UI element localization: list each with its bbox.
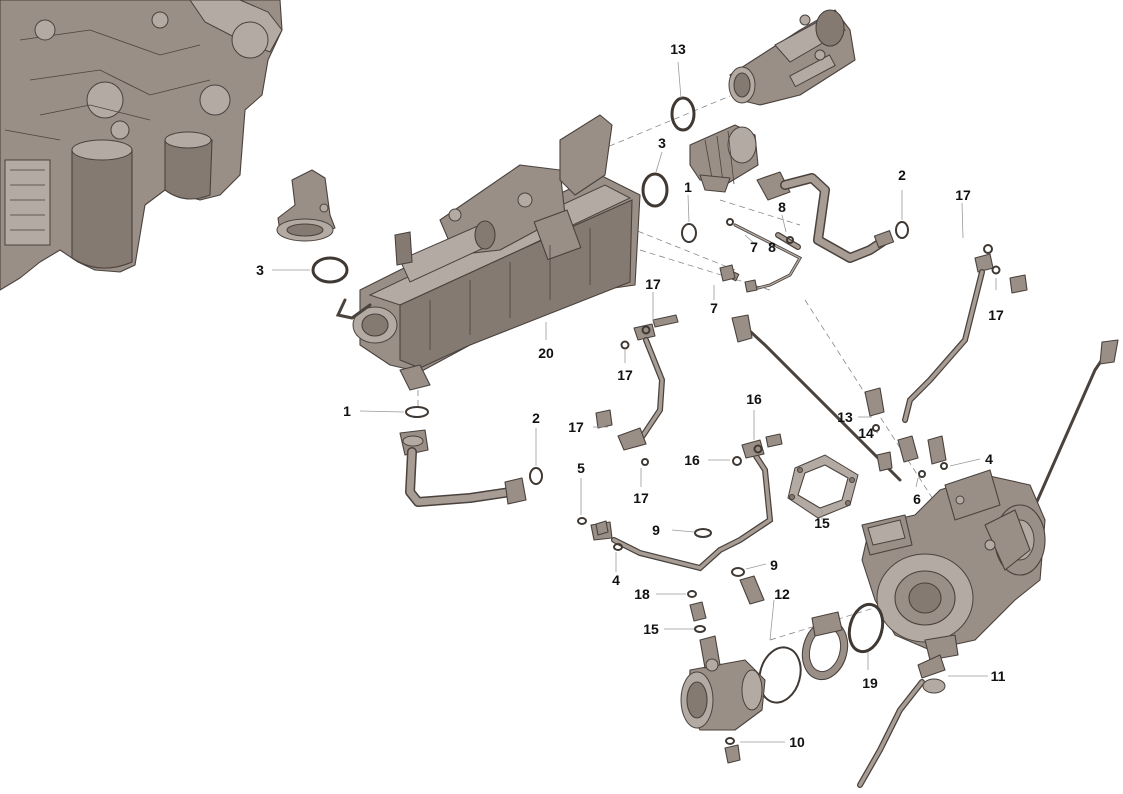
callout-9-lower: 9 [770,557,778,573]
callout-17-washer-left: 17 [617,367,633,383]
turbocharger [861,469,1046,661]
bolt-9-lower [739,575,765,605]
o-ring-9-lower [731,567,745,577]
flange-gasket [787,454,859,519]
callout-18: 19 [862,675,878,691]
washer-17-b [641,325,651,335]
washer-17-e [991,265,1001,275]
callout-4-left: 4 [612,572,620,588]
washer-5 [577,517,587,525]
washer-15-bottom [725,737,735,745]
turbo-fittings [864,387,947,472]
engine-block [0,0,283,291]
assembly-guide-lines [417,95,941,641]
oil-feed-line [595,314,679,451]
callout-17-bottom: 17 [633,490,649,506]
lower-coolant-pipe [399,429,527,507]
callout-15-top: 18 [634,586,650,602]
o-ring-9-top [694,528,712,538]
callout-3-top: 3 [658,135,666,151]
callout-5: 5 [577,460,585,476]
washer-16-b [753,444,763,454]
callout-17-top-left: 17 [645,276,661,292]
callout-4-right: 4 [985,451,993,467]
washer-16-a [732,456,742,466]
callout-2-left: 2 [532,410,540,426]
bypass-valve-body [680,601,766,764]
washer-8 [786,236,794,244]
callout-17-top-right: 17 [955,187,971,203]
washer-7-top [726,218,734,226]
o-ring-2-left [529,467,543,485]
callout-12: 15 [814,515,830,531]
callout-16-top: 16 [746,391,762,407]
callout-17-bolt-left: 17 [568,419,584,435]
callout-16-left: 16 [684,452,700,468]
washer-17-c [641,458,649,466]
callout-14: 15 [643,621,659,637]
intake-throttle-body [728,9,856,106]
bellows-connector [689,124,759,193]
callout-13-a: 13 [837,409,853,425]
callout-13-b: 14 [858,425,874,441]
o-ring-11 [670,96,696,132]
callout-3-left: 3 [256,262,264,278]
callout-1-top: 1 [684,179,692,195]
callout-1-left: 1 [343,403,351,419]
callout-20: 20 [538,345,554,361]
turbo-oil-line [902,253,1028,423]
sealing-ring-18 [847,602,885,654]
callout-7-a: 7 [750,239,758,255]
v-band-clamp [801,611,849,681]
callout-2-top: 2 [898,167,906,183]
washer-13 [872,424,880,432]
turbo-drain-pipe [857,654,946,788]
intake-elbow [276,169,336,242]
o-ring-1-left [405,406,429,418]
washer-17-d [983,244,993,254]
o-ring-1-top [681,223,697,243]
callout-8-a: 8 [778,199,786,215]
washer-4-left [613,543,623,551]
callout-15-bottom: 10 [789,734,805,750]
callout-8-b: 8 [768,239,776,255]
callout-11: 13 [670,41,686,57]
washer-4-right [940,462,948,470]
bolts-7 [719,264,758,293]
o-ring-3-top [641,172,669,208]
callout-labels: 13 3 1 8 2 17 7 8 3 7 17 17 20 17 1 2 13… [256,41,1006,750]
washer-6 [918,470,926,478]
sensor-rods [731,314,1119,542]
o-ring-2-top [895,221,909,239]
sealing-ring-10 [758,646,802,704]
callout-19: 11 [991,668,1006,684]
egr-cooler-assembly [335,114,641,391]
callout-10: 12 [774,586,790,602]
callout-6: 6 [913,491,921,507]
callout-17-bolt-right: 17 [988,307,1004,323]
leader-lines [272,61,997,743]
callout-9-top: 9 [652,522,660,538]
callout-7-b: 7 [710,300,718,316]
fitting-5 [595,520,609,536]
washer-17-a [620,340,630,350]
o-rings [311,96,1001,745]
washer-15-top [687,590,697,598]
upper-coolant-pipe [756,171,895,263]
washer-14 [694,625,706,633]
o-ring-3-left [311,256,349,284]
